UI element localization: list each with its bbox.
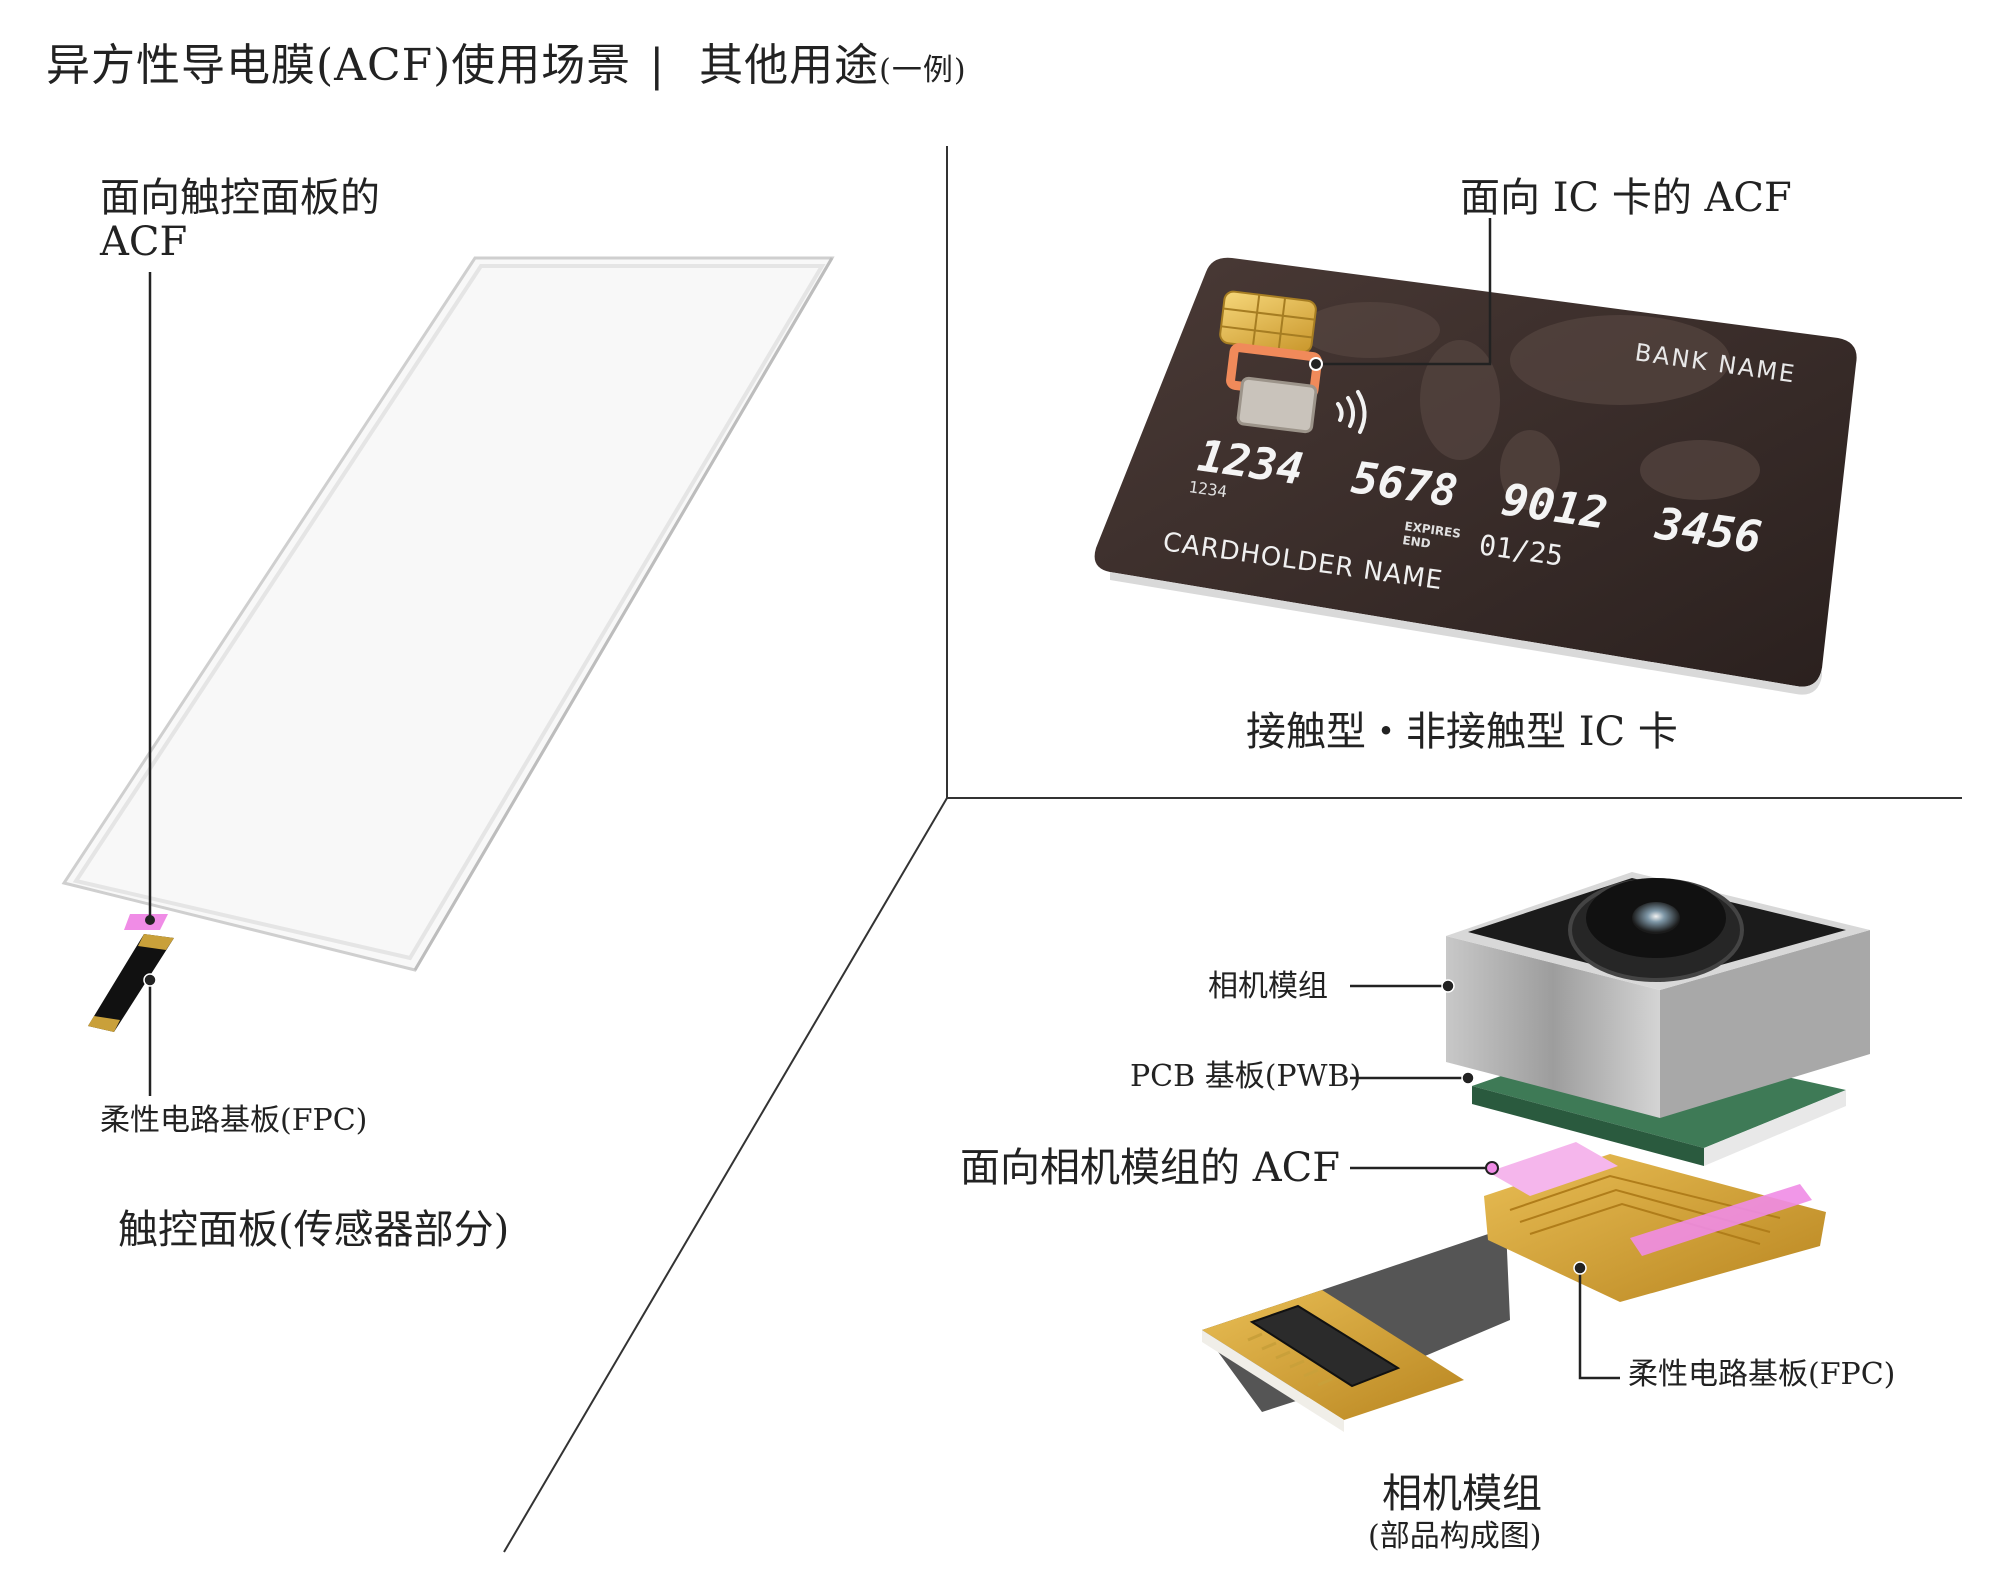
camera-acf-film <box>1488 1142 1618 1196</box>
touch-panel-fpc-gold-top <box>138 934 174 950</box>
camera-pcb-edge-right <box>1704 1090 1846 1166</box>
ic-card-caption: 接触型・非接触型 IC 卡 <box>1246 709 1678 755</box>
title-sub-small: (一例) <box>879 53 967 88</box>
section-dividers <box>503 146 1962 1553</box>
touch-panel-inner-border <box>72 264 826 961</box>
contactless-icon <box>1336 390 1367 434</box>
camera-module-label: 相机模组 <box>1208 969 1328 1004</box>
ic-acf-leader <box>1316 218 1492 366</box>
touch-panel-fpc <box>88 934 174 1032</box>
card-expires-label-2: END <box>1402 533 1432 551</box>
camera-connector-pins <box>1247 1332 1333 1387</box>
camera-fpc-label: 柔性电路基板(FPC) <box>1628 1357 1896 1392</box>
ic-chip-module <box>1236 376 1318 434</box>
touch-acf-label-line1: 面向触控面板的 <box>100 175 380 221</box>
camera-lens-glass <box>1632 902 1680 934</box>
ic-card-edge <box>1110 572 1822 695</box>
ic-chip <box>1219 290 1317 354</box>
touch-panel-illustration <box>61 256 835 1096</box>
touch-fpc-leader-dot <box>143 973 157 987</box>
camera-acf-leader-dot <box>1485 1161 1499 1175</box>
camera-body-front <box>1446 936 1660 1118</box>
camera-module-leader-dot <box>1441 979 1455 993</box>
diagonal-divider <box>503 797 948 1553</box>
title-main: 异方性导电膜(ACF)使用场景 <box>46 40 632 91</box>
camera-caption: 相机模组 <box>1382 1471 1542 1517</box>
camera-fpc-leader-dot <box>1573 1261 1587 1275</box>
camera-acf-label: 面向相机模组的 ACF <box>960 1145 1340 1191</box>
touch-acf-label: 面向触控面板的 ACF <box>100 178 380 262</box>
camera-pcb-label: PCB 基板(PWB) <box>1130 1059 1362 1094</box>
camera-body-side <box>1660 930 1870 1118</box>
page-title: 异方性导电膜(ACF)使用场景|其他用途(一例) <box>46 44 967 88</box>
camera-connector-pad-edge <box>1202 1330 1344 1432</box>
touch-fpc-label: 柔性电路基板(FPC) <box>100 1103 368 1138</box>
touch-acf-leader-dot <box>145 915 155 925</box>
ic-acf-label: 面向 IC 卡的 ACF <box>1460 175 1792 221</box>
camera-module-illustration <box>1202 872 1870 1432</box>
touch-panel-edge <box>413 257 834 971</box>
camera-caption-sub: (部品构成图) <box>1368 1519 1542 1554</box>
touch-panel-glass <box>61 256 835 972</box>
touch-panel-fpc-gold-bottom <box>88 1016 120 1032</box>
ic-acf-leader-dot <box>1309 357 1323 371</box>
camera-fpc-acf-strip <box>1630 1184 1812 1256</box>
world-map-pattern <box>1300 302 1760 510</box>
camera-fpc-leader <box>1578 1268 1620 1380</box>
ic-card-illustration: BANK NAME 1234 5678 9012 3456 1234 EXPIR… <box>1094 218 1857 695</box>
camera-pcb-leader-dot <box>1461 1071 1475 1085</box>
title-sub: 其他用途 <box>699 40 880 91</box>
touch-acf-label-line2: ACF <box>100 219 188 265</box>
title-separator: | <box>649 40 666 91</box>
touch-panel-caption: 触控面板(传感器部分) <box>118 1207 510 1253</box>
camera-board-connector <box>1249 1304 1401 1388</box>
camera-fpc-head <box>1484 1154 1826 1302</box>
ic-chip-contacts <box>1221 294 1315 350</box>
camera-pcb-edge <box>1472 1086 1704 1166</box>
